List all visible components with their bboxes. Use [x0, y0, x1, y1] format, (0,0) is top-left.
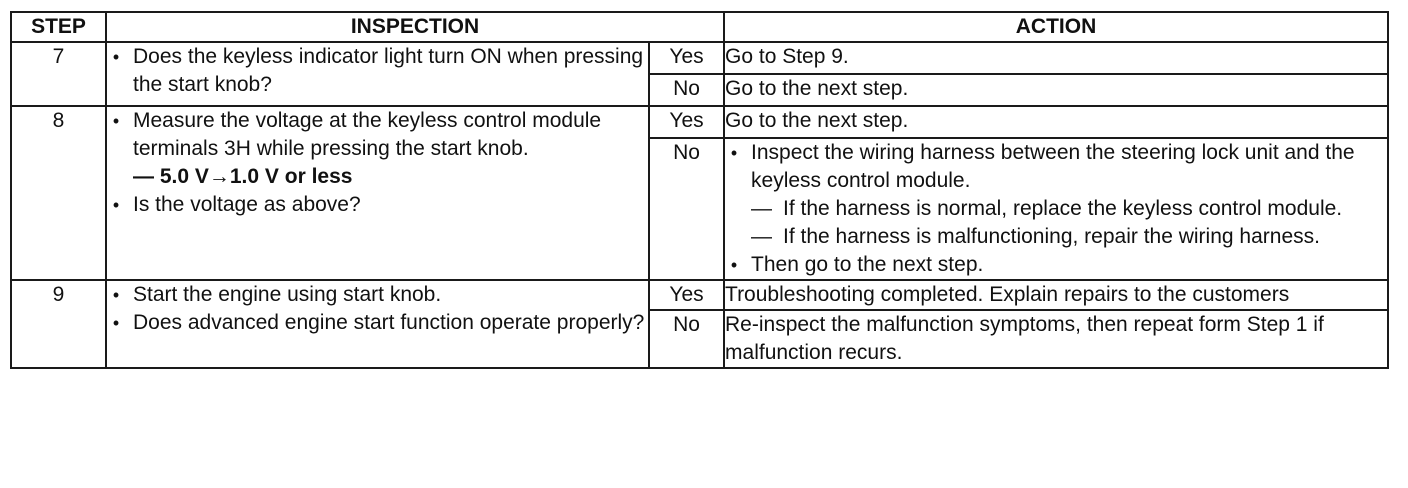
inspection-cell: •Measure the voltage at the keyless cont… — [105, 105, 650, 281]
inspection-item: •Does the keyless indicator light turn O… — [107, 43, 648, 99]
no-label: No — [647, 309, 726, 369]
bullet-icon: • — [730, 255, 738, 275]
header-row: STEP INSPECTION ACTION — [10, 11, 1390, 43]
header-step: STEP — [10, 11, 107, 43]
step-row-no: No •Inspect the wiring harness between t… — [11, 137, 1390, 281]
action-subitem: —If the harness is malfunctioning, repai… — [751, 225, 1320, 248]
step-number: 7 — [10, 41, 107, 107]
step-row: 7 •Does the keyless indicator light turn… — [10, 41, 1390, 107]
inspection-cell: •Start the engine using start knob. •Doe… — [105, 279, 650, 369]
no-action: Re-inspect the malfunction symptoms, the… — [723, 309, 1390, 369]
bullet-icon: • — [112, 47, 120, 67]
action-item: •Inspect the wiring harness between the … — [725, 139, 1387, 251]
no-label: No — [647, 137, 726, 281]
no-label: No — [647, 73, 726, 107]
yes-action: Go to the next step. — [723, 105, 1390, 139]
spec-value: — 5.0 V→1.0 V or less — [133, 165, 353, 188]
bullet-icon: • — [112, 285, 120, 305]
step-row: 8 •Measure the voltage at the keyless co… — [10, 105, 1390, 281]
no-action: •Inspect the wiring harness between the … — [723, 137, 1390, 281]
inspection-cell: •Does the keyless indicator light turn O… — [105, 41, 650, 107]
bullet-icon: • — [112, 195, 120, 215]
yes-label: Yes — [647, 41, 726, 75]
header-action: ACTION — [723, 11, 1390, 43]
no-action: Go to the next step. — [723, 73, 1390, 107]
inspection-item: •Is the voltage as above? — [107, 191, 648, 219]
step-row-no: No Go to the next step. — [11, 73, 1390, 107]
inspection-item: •Start the engine using start knob. — [107, 281, 648, 309]
yes-label: Yes — [647, 279, 726, 311]
troubleshooting-table-container: STEP INSPECTION ACTION 7 •Does the keyle… — [10, 11, 1390, 369]
header-inspection: INSPECTION — [104, 11, 726, 43]
troubleshooting-table: STEP INSPECTION ACTION 7 •Does the keyle… — [10, 11, 1390, 369]
inspection-item: •Does advanced engine start function ope… — [107, 309, 648, 337]
bullet-icon: • — [112, 111, 120, 131]
action-subitem: —If the harness is normal, replace the k… — [751, 197, 1343, 220]
inspection-item: •Measure the voltage at the keyless cont… — [107, 107, 648, 191]
step-number: 8 — [10, 105, 107, 281]
action-item: •Then go to the next step. — [725, 251, 1387, 279]
yes-action: Troubleshooting completed. Explain repai… — [723, 279, 1390, 311]
yes-label: Yes — [647, 105, 726, 139]
bullet-icon: • — [112, 313, 120, 333]
step-row-no: No Re-inspect the malfunction symptoms, … — [11, 309, 1390, 369]
yes-action: Go to Step 9. — [723, 41, 1390, 75]
bullet-icon: • — [730, 143, 738, 163]
step-number: 9 — [10, 279, 107, 369]
step-row: 9 •Start the engine using start knob. •D… — [10, 279, 1390, 369]
